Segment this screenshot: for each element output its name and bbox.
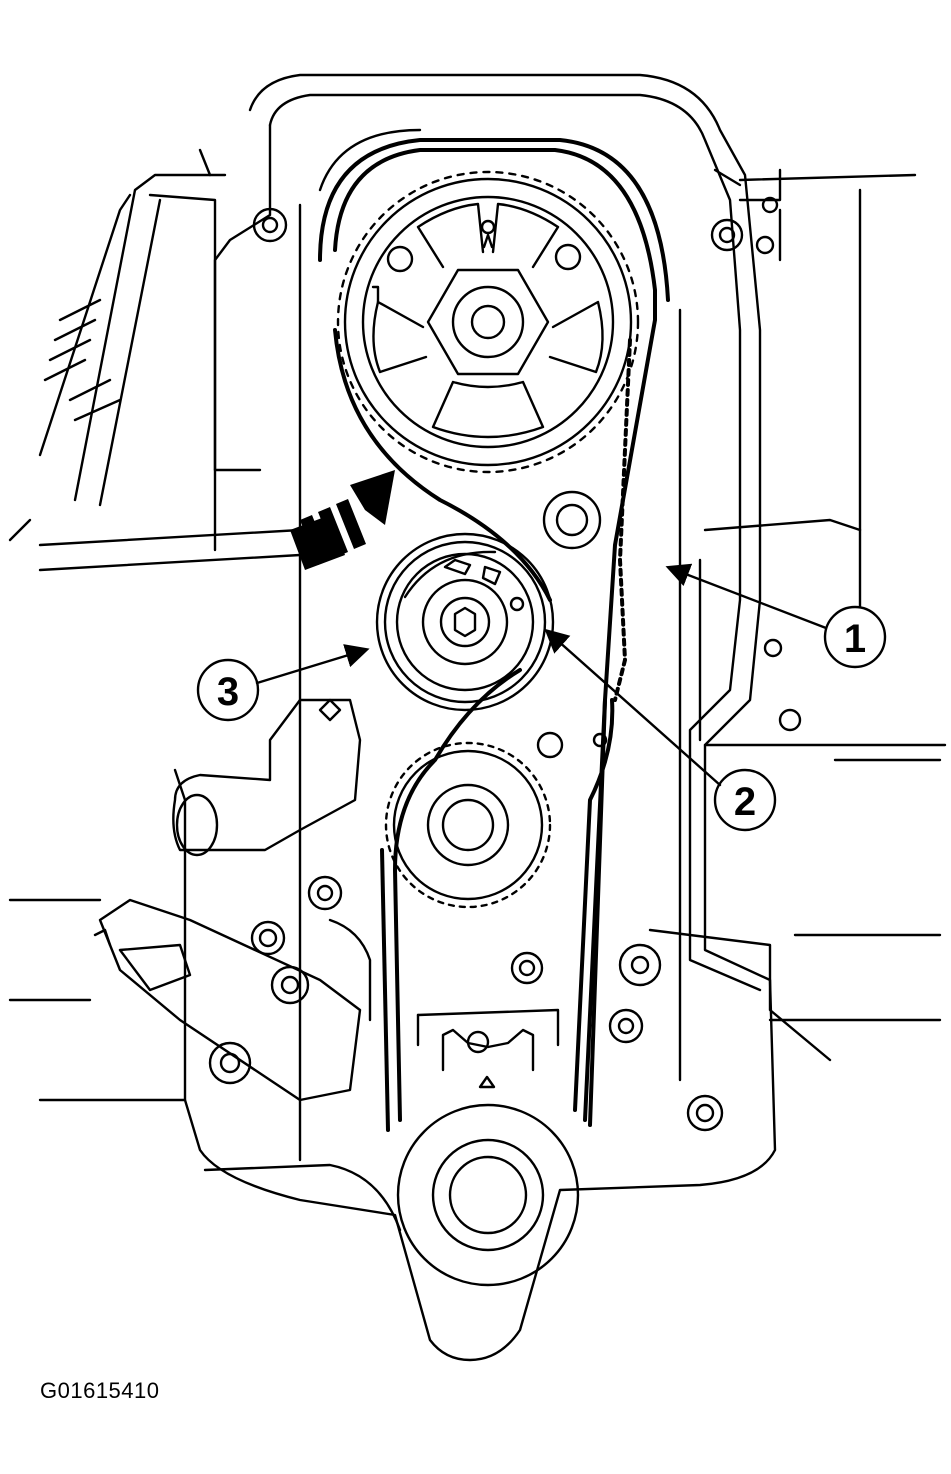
callout-2: 2 xyxy=(544,628,777,832)
camshaft-sprocket xyxy=(336,170,640,474)
engine-block-outline xyxy=(8,148,947,1102)
crankshaft-pulley xyxy=(396,1008,580,1287)
timing-cover-outline xyxy=(173,73,777,1362)
callout-1-label: 1 xyxy=(844,617,866,661)
crankshaft-sprocket xyxy=(384,741,552,909)
callout-3: 3 xyxy=(196,644,370,722)
callout-2-label: 2 xyxy=(734,780,756,824)
figure-id: G01615410 xyxy=(40,1378,160,1403)
water-outlet-housing xyxy=(93,698,372,1102)
callout-3-label: 3 xyxy=(217,670,239,714)
cover-bolt-bosses xyxy=(208,196,802,1132)
rotation-direction-arrow xyxy=(290,470,395,570)
timing-belt xyxy=(318,138,670,1132)
belt-tensioner xyxy=(375,532,555,712)
callout-1: 1 xyxy=(665,563,887,669)
